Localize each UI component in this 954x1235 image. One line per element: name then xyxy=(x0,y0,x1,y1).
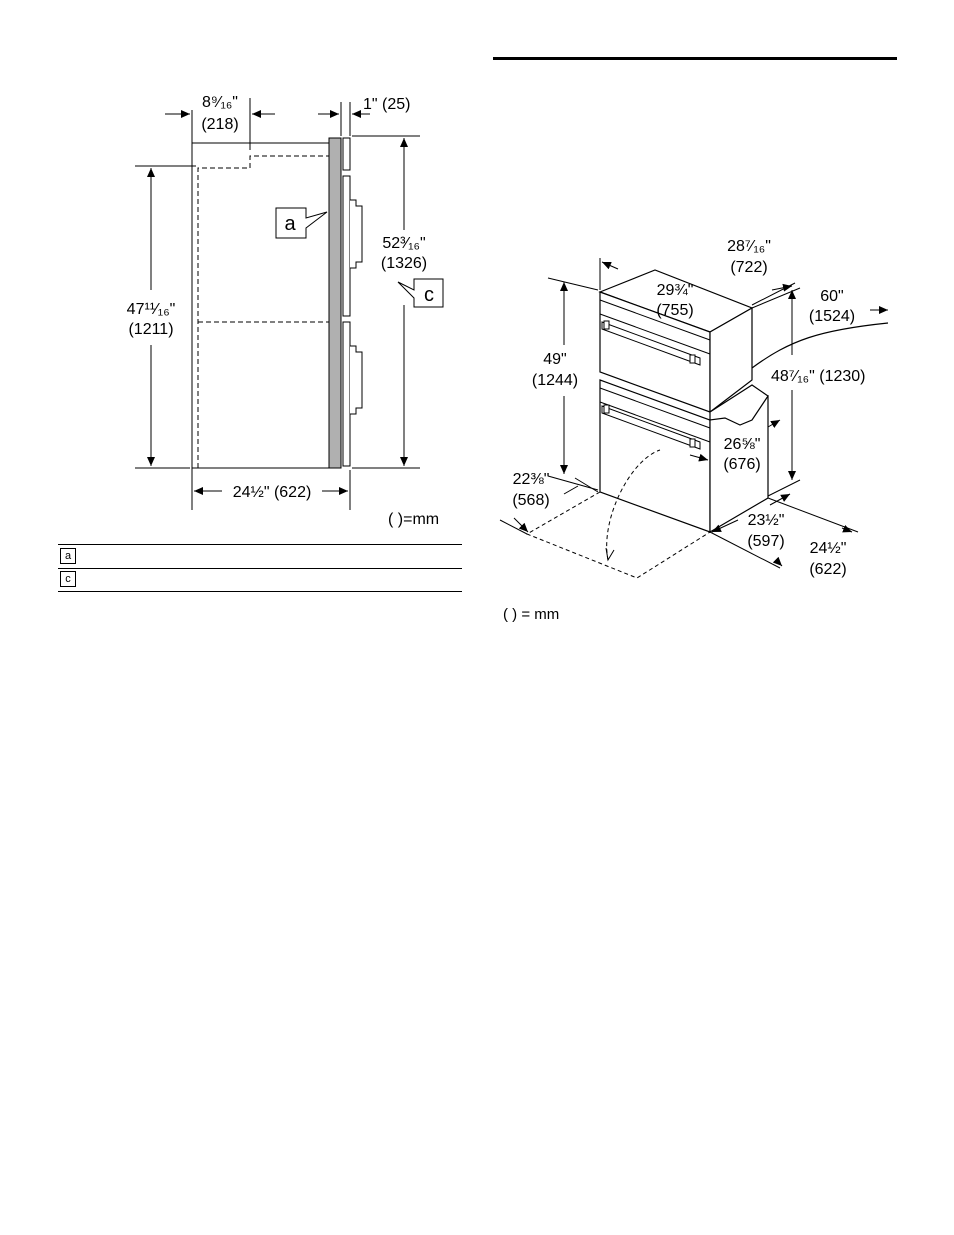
dim-28-lines xyxy=(599,258,796,306)
dim-bottom: 24½" (622) xyxy=(233,484,312,501)
callout-a xyxy=(275,207,328,239)
dim-49-inch: 49" xyxy=(543,351,566,368)
dim-top-right: 1" (25) xyxy=(363,96,410,113)
legend-key-a: a xyxy=(60,548,76,564)
dim-top-left-mm: (218) xyxy=(201,116,238,133)
left-unit-note: ( )=mm xyxy=(388,511,439,528)
dim-22-inch: 22⅜" xyxy=(513,471,550,488)
dim-29-inch: 29¾" xyxy=(657,282,694,299)
dim-height-right-mm: (1326) xyxy=(381,255,427,272)
dim-23-mm: (597) xyxy=(747,533,784,550)
dim-24-inch: 24½" xyxy=(810,540,847,557)
dim-top-left-inch: 8⁹⁄₁₆" xyxy=(202,94,238,111)
dim-29-mm: (755) xyxy=(656,302,693,319)
door-handles xyxy=(350,199,363,415)
callout-a-label: a xyxy=(284,213,296,235)
dim-60-inch: 60" xyxy=(820,288,843,305)
dim-26-lines xyxy=(689,419,781,462)
dim-23-inch: 23½" xyxy=(748,512,785,529)
dim-49-lines xyxy=(547,277,599,491)
cabinet-outline xyxy=(191,110,330,510)
legend-top-rule xyxy=(58,544,462,545)
dim-24-lines xyxy=(772,524,853,567)
door-swing-footprint xyxy=(525,449,711,579)
power-cord xyxy=(751,322,889,369)
legend-row-c: c xyxy=(58,568,462,592)
door-fronts xyxy=(342,137,351,467)
dim-22-lines xyxy=(499,477,599,535)
dim-26-inch: 26⅝" xyxy=(724,436,761,453)
dim-bottom-lines xyxy=(194,470,351,510)
dim-height-left-inch: 47¹¹⁄₁₆" xyxy=(127,301,176,318)
dim-48-lines xyxy=(751,287,801,497)
control-strips xyxy=(599,299,711,443)
dim-60-mm: (1524) xyxy=(809,308,855,325)
dim-height-left-lines xyxy=(135,165,196,469)
dim-top-left-lines xyxy=(165,98,275,150)
dim-height-right-inch: 52³⁄₁₆" xyxy=(382,235,425,252)
inner-dashed-outline xyxy=(197,155,330,468)
oven-handles xyxy=(601,320,701,450)
legend-row-a: a xyxy=(58,545,462,569)
dim-22-mm: (568) xyxy=(512,492,549,509)
dim-26-mm: (676) xyxy=(723,456,760,473)
door-panel xyxy=(328,137,342,469)
section-rule xyxy=(493,57,897,60)
dim-28-mm: (722) xyxy=(730,259,767,276)
dim-49-mm: (1244) xyxy=(532,372,578,389)
legend-key-c: c xyxy=(60,571,76,587)
dim-28-inch: 28⁷⁄₁₆" xyxy=(727,238,771,255)
callout-c xyxy=(397,278,444,308)
dim-height-left-mm: (1211) xyxy=(128,321,173,338)
dim-top-right-lines xyxy=(318,102,370,136)
dim-48: 48⁷⁄₁₆" (1230) xyxy=(771,368,865,385)
door-swing-arrow xyxy=(605,547,615,562)
dim-24-mm: (622) xyxy=(809,561,846,578)
dim-height-right-lines xyxy=(352,135,420,469)
right-unit-note: ( ) = mm xyxy=(503,606,559,623)
callout-c-label: c xyxy=(424,284,434,306)
